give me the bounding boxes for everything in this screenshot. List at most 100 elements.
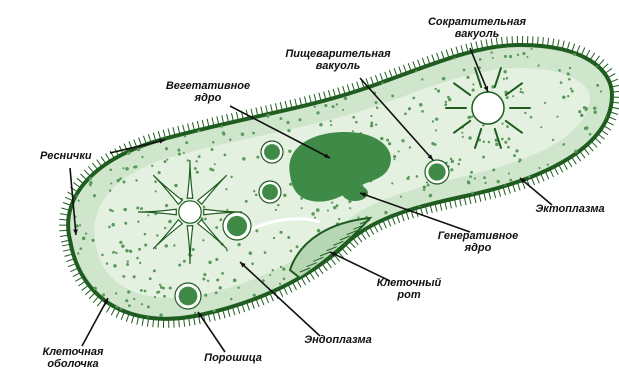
- granule: [373, 45, 376, 48]
- granule: [279, 283, 281, 285]
- granule: [133, 298, 135, 300]
- granule: [316, 208, 320, 212]
- granule: [512, 95, 514, 97]
- granule: [538, 167, 540, 169]
- granule: [65, 268, 67, 270]
- granule: [87, 122, 89, 124]
- granule: [144, 290, 147, 293]
- granule: [453, 57, 455, 59]
- granule: [351, 324, 354, 327]
- granule: [279, 231, 282, 234]
- granule: [357, 216, 359, 218]
- granule: [104, 55, 107, 58]
- granule: [506, 77, 509, 80]
- granule: [59, 180, 62, 183]
- granule: [396, 328, 399, 331]
- granule: [405, 64, 408, 67]
- granule: [97, 79, 99, 81]
- granule: [330, 124, 332, 126]
- granule: [375, 304, 377, 306]
- granule: [338, 218, 340, 220]
- granule: [215, 291, 218, 294]
- granule: [605, 186, 608, 189]
- granule: [580, 114, 583, 117]
- granule: [202, 277, 205, 280]
- granule: [122, 180, 125, 183]
- granule: [250, 106, 253, 109]
- granule: [109, 209, 112, 212]
- granule: [476, 301, 479, 304]
- granule: [156, 234, 158, 236]
- granule: [223, 133, 226, 136]
- granule: [430, 312, 432, 314]
- granule: [157, 59, 159, 61]
- granule: [292, 301, 295, 304]
- granule: [513, 261, 516, 264]
- granule: [608, 223, 611, 226]
- granule: [128, 304, 131, 307]
- granule: [380, 137, 383, 140]
- granule: [525, 315, 528, 318]
- granule: [341, 280, 343, 282]
- granule: [90, 113, 93, 116]
- granule: [62, 143, 65, 146]
- granule: [376, 107, 379, 110]
- food-vacuole-content: [264, 144, 280, 160]
- granule: [187, 159, 189, 161]
- granule: [472, 83, 474, 85]
- granule: [370, 124, 373, 127]
- granule: [164, 130, 166, 132]
- granule: [485, 211, 487, 213]
- granule: [119, 85, 121, 87]
- granule: [384, 211, 387, 214]
- granule: [338, 288, 342, 292]
- granule: [517, 218, 520, 221]
- granule: [280, 266, 282, 268]
- granule: [404, 112, 407, 115]
- granule: [231, 319, 233, 321]
- granule: [145, 123, 148, 126]
- granule: [251, 322, 254, 325]
- granule: [589, 133, 592, 136]
- granule: [522, 91, 524, 93]
- granule: [560, 81, 563, 84]
- granule: [606, 255, 609, 258]
- granule: [501, 138, 504, 141]
- granule: [340, 81, 343, 84]
- granule: [183, 260, 186, 263]
- granule: [73, 170, 75, 172]
- granule: [421, 110, 424, 113]
- granule: [596, 307, 599, 310]
- granule: [551, 314, 554, 317]
- granule: [319, 314, 322, 317]
- granule: [288, 150, 291, 153]
- granule: [106, 262, 109, 265]
- granule: [504, 55, 507, 58]
- granule: [109, 168, 112, 171]
- granule: [489, 319, 492, 322]
- granule: [264, 251, 267, 254]
- granule: [105, 59, 107, 61]
- granule: [149, 277, 152, 280]
- label-cilia: Реснички: [40, 150, 110, 162]
- granule: [470, 116, 472, 118]
- granule: [412, 97, 415, 100]
- granule: [79, 247, 82, 250]
- granule: [215, 258, 218, 261]
- granule: [544, 102, 546, 104]
- granule: [482, 269, 485, 272]
- granule: [522, 52, 525, 55]
- granule: [605, 227, 608, 230]
- granule: [144, 82, 147, 85]
- granule: [580, 273, 583, 276]
- granule: [274, 92, 277, 95]
- granule: [131, 83, 134, 86]
- granule: [143, 54, 145, 56]
- granule: [445, 265, 448, 268]
- granule: [496, 326, 498, 328]
- granule: [586, 39, 589, 42]
- granule: [194, 54, 197, 57]
- granule: [195, 74, 198, 77]
